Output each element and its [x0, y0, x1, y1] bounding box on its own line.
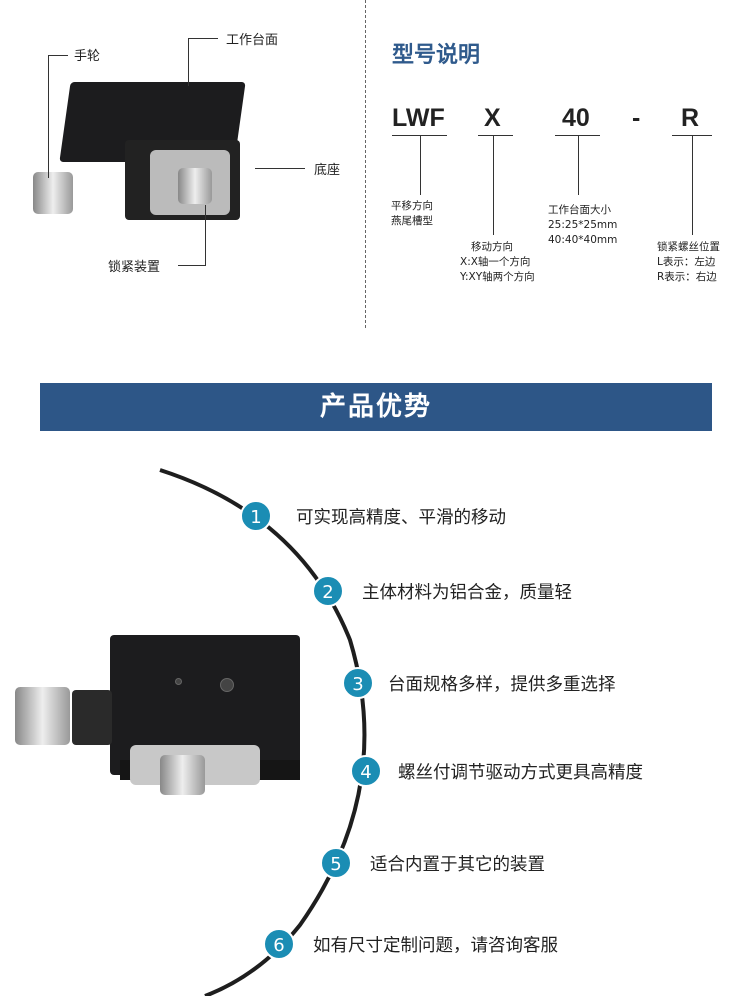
- feature-number: 5: [320, 847, 352, 879]
- feature-item: 1 可实现高精度、平滑的移动: [240, 500, 506, 532]
- desc-lock: 锁紧螺丝位置 L表示：左边 R表示：右边: [657, 240, 720, 285]
- product-diagram: 手轮 工作台面 底座 锁紧装置: [0, 0, 365, 330]
- desc-line: 锁紧螺丝位置: [657, 241, 720, 253]
- feature-text: 可实现高精度、平滑的移动: [296, 507, 506, 528]
- feature-item: 2 主体材料为铝合金，质量轻: [312, 575, 572, 607]
- feature-number: 4: [350, 755, 382, 787]
- desc-line: X:X轴一个方向: [460, 256, 531, 268]
- feature-text: 如有尺寸定制问题，请咨询客服: [313, 935, 558, 956]
- desc-line: 燕尾槽型: [391, 215, 433, 227]
- feature-text: 台面规格多样，提供多重选择: [388, 674, 616, 695]
- feature-text: 适合内置于其它的装置: [370, 854, 545, 875]
- desc-line: R表示：右边: [657, 271, 717, 283]
- label-lock: 锁紧装置: [108, 260, 161, 275]
- advantages-banner: 产品优势: [40, 383, 712, 431]
- code-direction: X: [484, 104, 501, 132]
- feature-item: 3 台面规格多样，提供多重选择: [342, 667, 616, 699]
- label-table: 工作台面: [226, 33, 279, 48]
- code-dash: -: [632, 104, 641, 132]
- model-title: 型号说明: [392, 43, 481, 68]
- feature-item: 6 如有尺寸定制问题，请咨询客服: [263, 928, 558, 960]
- desc-direction: 移动方向 X:X轴一个方向 Y:XY轴两个方向: [460, 240, 535, 285]
- feature-number: 6: [263, 928, 295, 960]
- code-size: 40: [562, 104, 590, 132]
- handwheel-knob: [33, 172, 73, 214]
- desc-size: 工作台面大小 25:25*25mm 40:40*40mm: [548, 203, 617, 248]
- label-base: 底座: [314, 163, 341, 178]
- desc-line: 工作台面大小: [548, 204, 611, 216]
- feature-item: 5 适合内置于其它的装置: [320, 847, 545, 879]
- code-lock: R: [681, 104, 700, 132]
- code-series: LWF: [392, 104, 445, 132]
- desc-line: 移动方向: [471, 241, 513, 253]
- desc-line: Y:XY轴两个方向: [460, 271, 535, 283]
- feature-item: 4 螺丝付调节驱动方式更具高精度: [350, 755, 643, 787]
- feature-text: 螺丝付调节驱动方式更具高精度: [398, 762, 643, 783]
- desc-line: L表示：左边: [657, 256, 716, 268]
- desc-line: 40:40*40mm: [548, 234, 618, 246]
- lock-knob: [178, 168, 212, 204]
- label-handwheel: 手轮: [74, 49, 101, 64]
- feature-number: 2: [312, 575, 344, 607]
- desc-series: 平移方向 燕尾槽型: [391, 199, 433, 229]
- desc-line: 25:25*25mm: [548, 219, 618, 231]
- feature-text: 主体材料为铝合金，质量轻: [362, 582, 572, 603]
- dashed-divider: [365, 0, 366, 328]
- feature-number: 1: [240, 500, 272, 532]
- feature-number: 3: [342, 667, 374, 699]
- product-photo: [10, 630, 310, 820]
- desc-line: 平移方向: [391, 200, 433, 212]
